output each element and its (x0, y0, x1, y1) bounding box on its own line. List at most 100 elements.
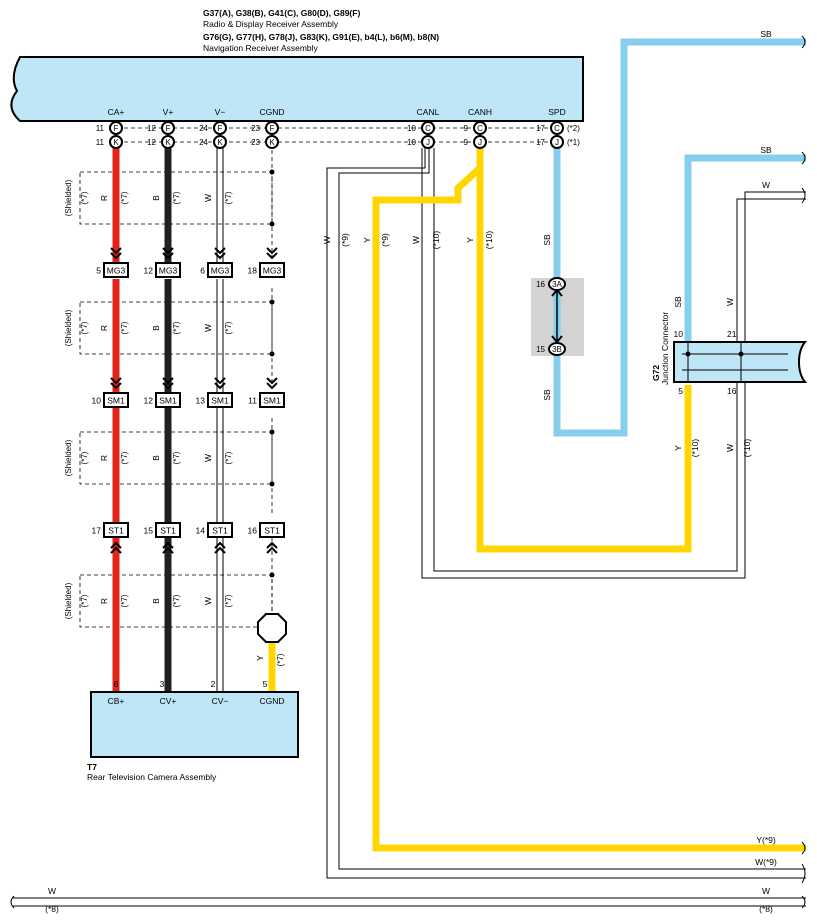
connector-letter: K (165, 138, 171, 147)
note-7: (*7) (172, 451, 181, 464)
connector-pin: 12 (144, 266, 154, 276)
connector-st1: ST1 (108, 526, 124, 536)
note-7: (*7) (276, 653, 285, 666)
junction-pin: 21 (727, 329, 737, 339)
note-7: (*7) (120, 594, 129, 607)
radio-codes: G37(A), G38(B), G41(C), G80(D), G89(F) (203, 8, 361, 18)
wire-color-r: R (99, 325, 109, 331)
connector-letter: J (426, 138, 430, 147)
connector-letter: K (269, 138, 275, 147)
shielded-label: (Shielded) (64, 582, 73, 619)
junction-name: Junction Connector (660, 312, 670, 385)
note-9: (*9) (340, 233, 350, 247)
connector-letter: J (478, 138, 482, 147)
pin-row-note: (*1) (567, 138, 580, 147)
pin-number: 11 (96, 124, 105, 133)
connector-row-mg3: MG3 5 MG3 12 MG3 6 MG3 18 (96, 262, 285, 278)
connector-mg3: MG3 (263, 266, 282, 276)
connector-pin: 11 (248, 396, 257, 406)
connector-pin: 5 (96, 266, 101, 276)
note-7: (*7) (120, 321, 129, 334)
camera-pin: 6 (114, 679, 119, 689)
connector-mg3: MG3 (107, 266, 126, 276)
right-label-w: W (762, 886, 770, 896)
camera-name: Rear Television Camera Assembly (87, 772, 217, 782)
pin-row-note: (*2) (567, 124, 580, 133)
connector-row-st1: ST1 17 ST1 15 ST1 14 ST1 16 (92, 522, 285, 538)
wire-color-sb: SB (542, 389, 552, 401)
connector-pin: 12 (144, 396, 154, 406)
camera-label: CV− (212, 696, 229, 706)
wire-color-sb: SB (673, 296, 683, 308)
camera-pin: 5 (263, 679, 268, 689)
connector-st1: ST1 (212, 526, 228, 536)
pin-label-v-minus: V− (215, 107, 226, 117)
wire-color-w: W (411, 236, 421, 244)
connector-sm1: SM1 (263, 396, 281, 406)
junction-connector (673, 341, 808, 383)
wire-color-w: W (203, 454, 213, 462)
pin-number: 9 (464, 138, 469, 147)
note-7: (*7) (172, 191, 181, 204)
connector-pin: 6 (200, 266, 205, 276)
connector-pin: 15 (144, 526, 154, 536)
connector-letter: C (554, 124, 560, 133)
right-label-note8: (*8) (759, 904, 773, 914)
connector-pin: 17 (92, 526, 102, 536)
connector-3a: 3A (552, 280, 562, 289)
junction-pin: 10 (674, 329, 684, 339)
connector-pin: 15 (536, 345, 545, 354)
connector-letter: F (114, 124, 119, 133)
note-10: (*10) (690, 439, 700, 458)
camera-label: CGND (259, 696, 284, 706)
nav-codes: G76(G), G77(H), G78(J), G83(K), G91(E), … (203, 32, 440, 42)
wire-color-w: W (203, 324, 213, 332)
connector-sm1: SM1 (211, 396, 229, 406)
camera-label: CB+ (108, 696, 125, 706)
camera-pin: 2 (211, 679, 216, 689)
note-7: (*7) (172, 594, 181, 607)
note-7: (*7) (80, 191, 89, 204)
connector-letter: F (218, 124, 223, 133)
wire-color-sb: SB (542, 234, 552, 246)
wire-color-b: B (151, 455, 161, 461)
note-9: (*9) (380, 233, 390, 247)
connector-sm1: SM1 (159, 396, 177, 406)
connector-pin: 10 (92, 396, 102, 406)
connector-3b: 3B (552, 345, 562, 354)
connector-letter: K (217, 138, 223, 147)
pin-number: 10 (407, 124, 416, 133)
right-label-sb: SB (760, 29, 772, 39)
pin-label-cgnd: CGND (259, 107, 284, 117)
nav-name: Navigation Receiver Assembly (203, 43, 318, 53)
connector-st1: ST1 (160, 526, 176, 536)
connector-letter: F (270, 124, 275, 133)
pin-label-v-plus: V+ (163, 107, 174, 117)
shielded-label: (Shielded) (64, 309, 73, 346)
wire-color-w: W (725, 298, 735, 306)
right-label-sb: SB (760, 145, 772, 155)
note-7: (*7) (224, 191, 233, 204)
left-label-note8: (*8) (45, 904, 59, 914)
note-7: (*7) (120, 191, 129, 204)
connector-letter: J (555, 138, 559, 147)
connector-letter: C (477, 124, 483, 133)
pin-number: 12 (147, 138, 156, 147)
note-10: (*10) (742, 439, 752, 458)
note-10: (*10) (431, 231, 441, 250)
connector-pin: 14 (196, 526, 206, 536)
wire-color-y: Y (255, 655, 265, 661)
note-7: (*7) (224, 451, 233, 464)
right-label-y9: Y(*9) (756, 835, 776, 845)
wire-color-r: R (99, 455, 109, 461)
connector-pin: 16 (536, 280, 545, 289)
wire-color-y: Y (465, 237, 475, 243)
note-7: (*7) (80, 321, 89, 334)
wire-color-b: B (151, 598, 161, 604)
pin-number: 12 (147, 124, 156, 133)
receiver-panel (10, 56, 584, 122)
left-label-w: W (48, 886, 56, 896)
connector-mg3: MG3 (159, 266, 178, 276)
connector-pin: 16 (248, 526, 258, 536)
